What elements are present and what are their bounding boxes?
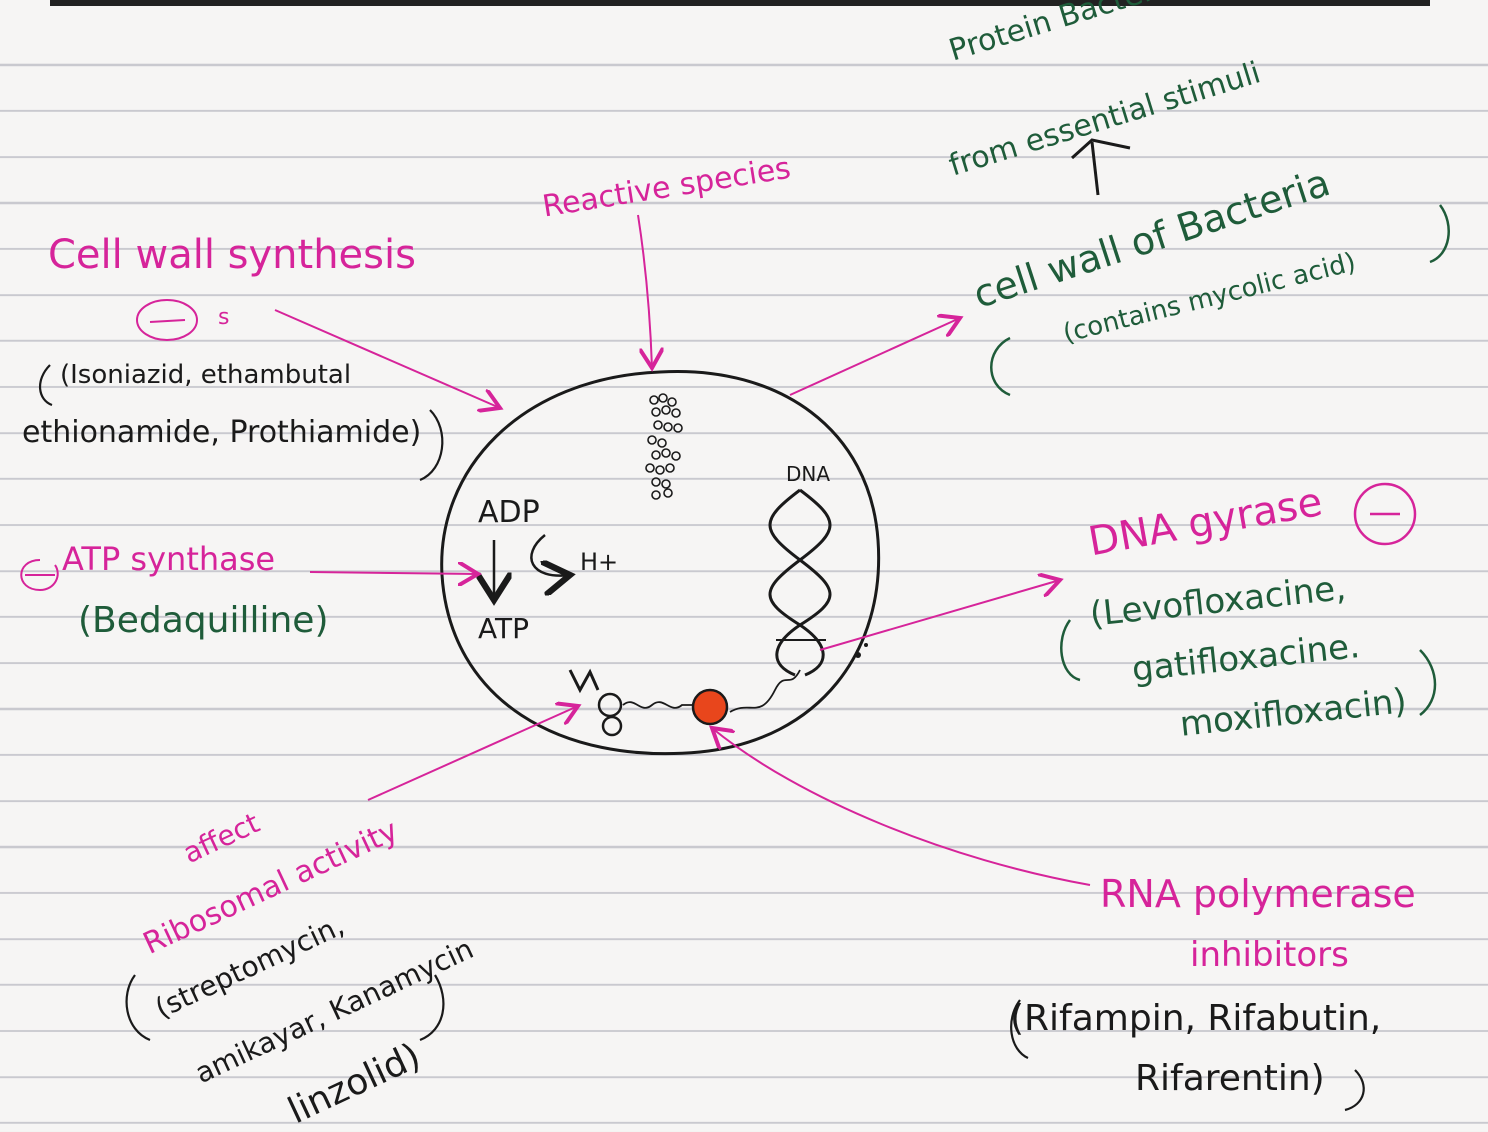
bedaquiline-label: (Bedaquilline) (78, 600, 329, 641)
stimuli-arrow (1072, 140, 1130, 195)
ribosome-mrna (570, 670, 800, 735)
granules (646, 394, 682, 499)
rifamycin-drugs-line1: (Rifampin, Rifabutin, (1010, 998, 1381, 1039)
cell-wall-synthesis-label: Cell wall synthesis (48, 232, 416, 278)
h-plus-label: H+ (580, 548, 618, 576)
rna-polymerase-dot (693, 690, 727, 724)
rifamycin-drugs-line2: Rifarentin) (1135, 1058, 1325, 1099)
inhibitors-label: inhibitors (1190, 935, 1349, 975)
adp-label: ADP (478, 495, 540, 530)
atp-label: ATP (478, 612, 529, 645)
cell-wall-drugs-line2: ethionamide, Prothiamide) (22, 415, 421, 450)
atp-cycle (494, 535, 570, 600)
atp-synthase-label: ATP synthase (62, 540, 275, 578)
rna-polymerase-label: RNA polymerase (1100, 872, 1416, 916)
cell-wall-drugs-line1: (Isoniazid, ethambutal (60, 360, 351, 390)
dna-helix (770, 490, 830, 675)
dna-label: DNA (786, 462, 830, 486)
inhibitors-mark: s (218, 305, 229, 330)
gyrase-minus-symbol (1355, 484, 1415, 544)
